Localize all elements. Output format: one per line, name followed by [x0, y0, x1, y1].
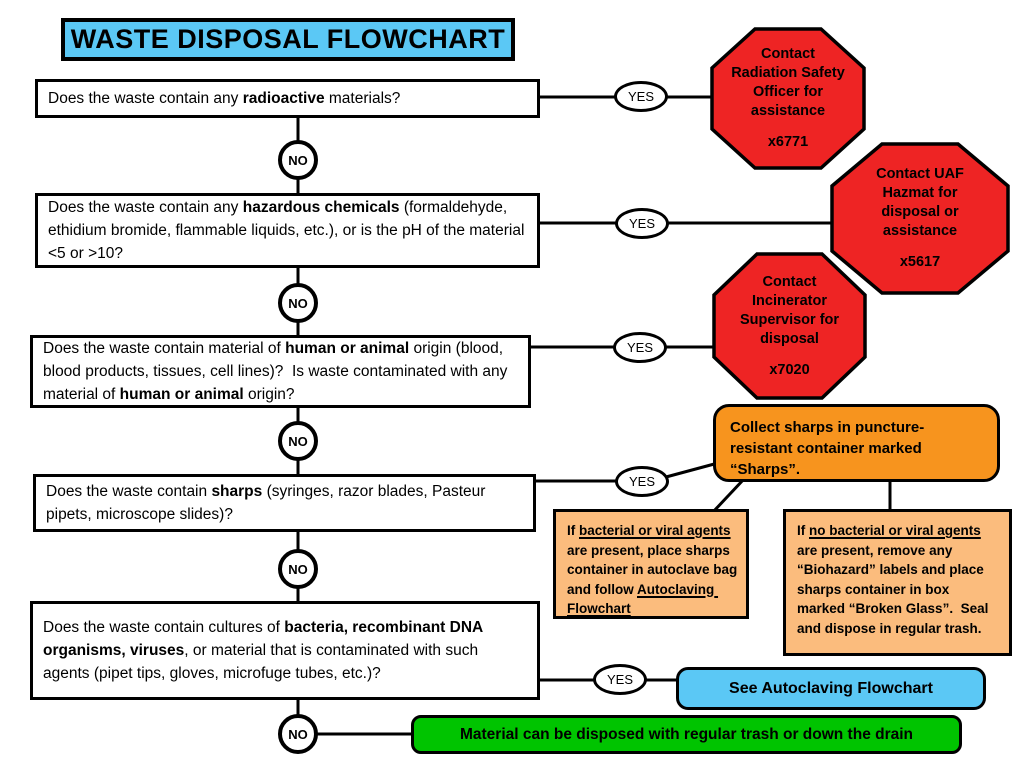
- yes-label: YES: [606, 672, 633, 687]
- sharps-instruction-text: Collect sharps in puncture-resistant con…: [730, 419, 925, 478]
- flowchart-title-text: WASTE DISPOSAL FLOWCHART: [70, 24, 506, 54]
- no-label: NO: [288, 561, 308, 577]
- yes-label: YES: [628, 474, 655, 489]
- no-circle-2: NO: [278, 283, 318, 323]
- yes-oval-5: YES: [593, 664, 647, 695]
- yes-label: YES: [626, 340, 653, 355]
- no-circle-4: NO: [278, 549, 318, 589]
- stop-message: Contact Radiation Safety Officer for ass…: [731, 46, 845, 119]
- note-text: If bacterial or viral agents are present…: [567, 523, 742, 616]
- outcome-text: Material can be disposed with regular tr…: [459, 725, 914, 743]
- no-bacterial-agents-note: If no bacterial or viral agents are pres…: [783, 509, 1012, 656]
- question-box-hazardous-chemicals: Does the waste contain any hazardous che…: [35, 193, 540, 268]
- stop-octagon-hazmat: Contact UAF Hazmat for disposal or assis…: [830, 142, 1010, 295]
- no-circle-3: NO: [278, 421, 318, 461]
- stop-extension: x6771: [767, 134, 809, 150]
- octagon-shape: [710, 27, 866, 170]
- octagon-shape: [712, 252, 867, 400]
- stop-text: Contact Incinerator Supervisor for dispo…: [712, 252, 867, 400]
- no-label: NO: [288, 295, 308, 311]
- bacterial-agents-note: If bacterial or viral agents are present…: [553, 509, 749, 619]
- note-text: If no bacterial or viral agents are pres…: [797, 523, 993, 636]
- yes-label: YES: [627, 89, 654, 104]
- connector-sharps-to-left-note: [711, 477, 746, 514]
- question-box-human-animal: Does the waste contain material of human…: [30, 335, 531, 408]
- sharps-instruction-box: Collect sharps in puncture-resistant con…: [713, 404, 1000, 482]
- question-text: Does the waste contain any hazardous che…: [48, 199, 529, 262]
- question-text: Does the waste contain material of human…: [43, 340, 512, 403]
- outcome-text: See Autoclaving Flowchart: [729, 679, 933, 697]
- stop-text: Contact UAF Hazmat for disposal or assis…: [830, 142, 1010, 295]
- question-box-sharps: Does the waste contain sharps (syringes,…: [33, 474, 536, 532]
- yes-oval-2: YES: [615, 208, 669, 239]
- octagon-shape: [830, 142, 1010, 295]
- yes-oval-3: YES: [613, 332, 667, 363]
- stop-extension: x5617: [899, 254, 941, 270]
- stop-text: Contact Radiation Safety Officer for ass…: [710, 27, 866, 170]
- no-circle-5: NO: [278, 714, 318, 754]
- question-box-radioactive: Does the waste contain any radioactive m…: [35, 79, 540, 118]
- stop-message: Contact Incinerator Supervisor for dispo…: [739, 273, 840, 347]
- flowchart-title: WASTE DISPOSAL FLOWCHART: [61, 18, 515, 61]
- stop-octagon-incinerator: Contact Incinerator Supervisor for dispo…: [712, 252, 867, 400]
- yes-oval-1: YES: [614, 81, 668, 112]
- no-label: NO: [288, 726, 308, 742]
- stop-octagon-radiation: Contact Radiation Safety Officer for ass…: [710, 27, 866, 170]
- yes-label: YES: [628, 216, 655, 231]
- connector-yes4-to-sharps: [665, 461, 719, 479]
- question-text: Does the waste contain any radioactive m…: [48, 90, 401, 107]
- stop-extension: x7020: [769, 361, 810, 378]
- yes-oval-4: YES: [615, 466, 669, 497]
- question-text: Does the waste contain sharps (syringes,…: [46, 483, 490, 523]
- outcome-regular-trash: Material can be disposed with regular tr…: [411, 715, 962, 754]
- stop-message: Contact UAF Hazmat for disposal or assis…: [876, 166, 964, 239]
- no-label: NO: [288, 433, 308, 449]
- question-text: Does the waste contain cultures of bacte…: [43, 619, 487, 682]
- outcome-autoclaving-flowchart: See Autoclaving Flowchart: [676, 667, 986, 710]
- no-label: NO: [288, 152, 308, 168]
- question-box-cultures: Does the waste contain cultures of bacte…: [30, 601, 540, 700]
- no-circle-1: NO: [278, 140, 318, 180]
